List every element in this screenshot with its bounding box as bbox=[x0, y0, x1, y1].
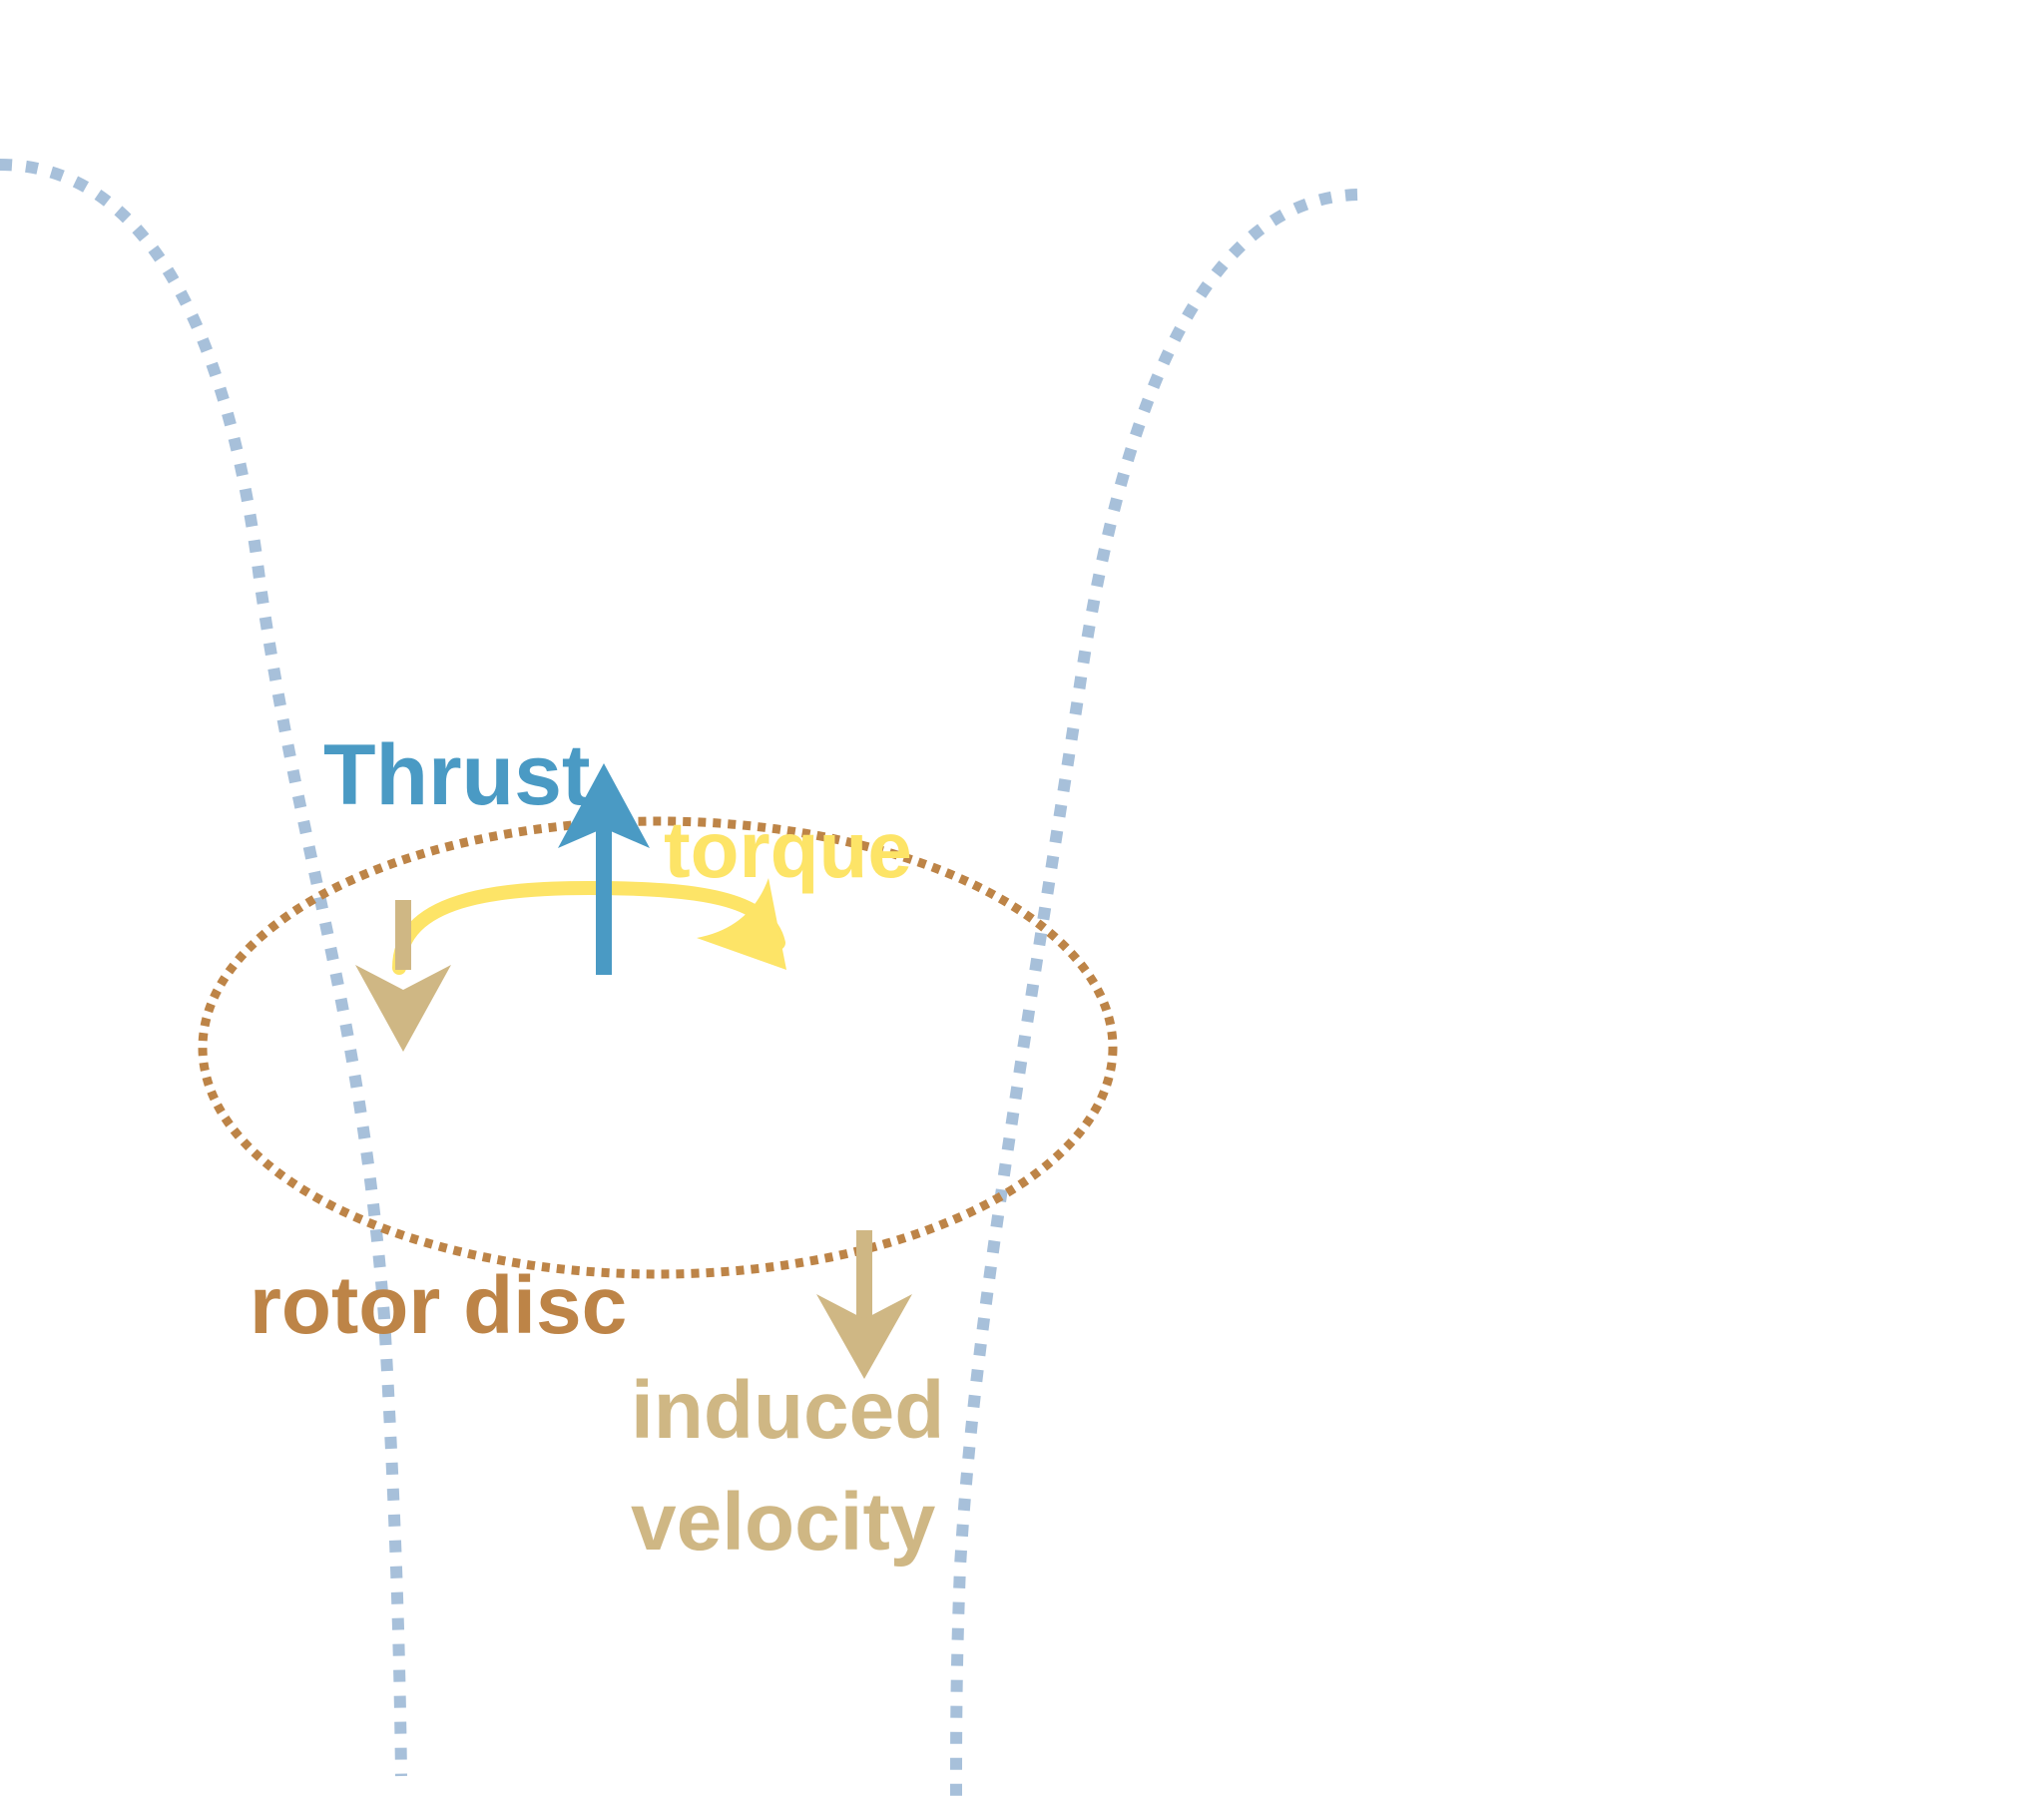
streamtube-left-boundary bbox=[0, 159, 407, 1777]
induced-velocity-arrow-disc-head bbox=[355, 965, 451, 1052]
rotor-disc-ellipse bbox=[198, 816, 1118, 1279]
thrust-label: Thrust bbox=[323, 727, 591, 823]
torque-arrow-head bbox=[697, 878, 786, 970]
induced-velocity-arrow-disc-shaft bbox=[395, 900, 411, 970]
induced-velocity-arrow-wake-head bbox=[816, 1294, 912, 1379]
induced-velocity-label-line2: velocity bbox=[631, 1477, 936, 1568]
induced-velocity-label-line1: induced bbox=[631, 1365, 944, 1456]
rotor-disc-label: rotor disc bbox=[250, 1260, 627, 1351]
torque-arrow-curve bbox=[392, 880, 785, 975]
torque-label: torque bbox=[664, 805, 912, 894]
thrust-arrow-shaft bbox=[596, 818, 612, 975]
streamtube-right-boundary bbox=[950, 189, 1358, 1800]
induced-velocity-arrow-wake-shaft bbox=[856, 1230, 872, 1330]
thrust-arrow-head bbox=[558, 763, 650, 848]
